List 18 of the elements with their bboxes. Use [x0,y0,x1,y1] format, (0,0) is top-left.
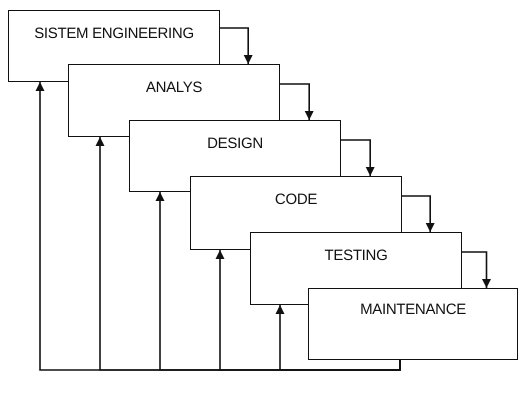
arrow [276,305,401,371]
process-box [129,120,341,176]
arrow [462,251,491,288]
arrow [220,27,253,64]
process-box [250,232,462,288]
box-label: DESIGN [207,135,263,152]
process-box [308,288,518,360]
arrow [402,195,435,232]
box-label: ANALYS [146,79,202,96]
box-label: SISTEM ENGINEERING [34,25,194,42]
box-label: TESTING [324,247,388,264]
box-label: MAINTENANCE [360,301,466,318]
process-box [68,64,280,120]
arrow [280,83,314,120]
process-box [8,10,220,64]
process-box [190,176,402,232]
arrow [341,139,375,176]
box-label: CODE [274,191,318,208]
